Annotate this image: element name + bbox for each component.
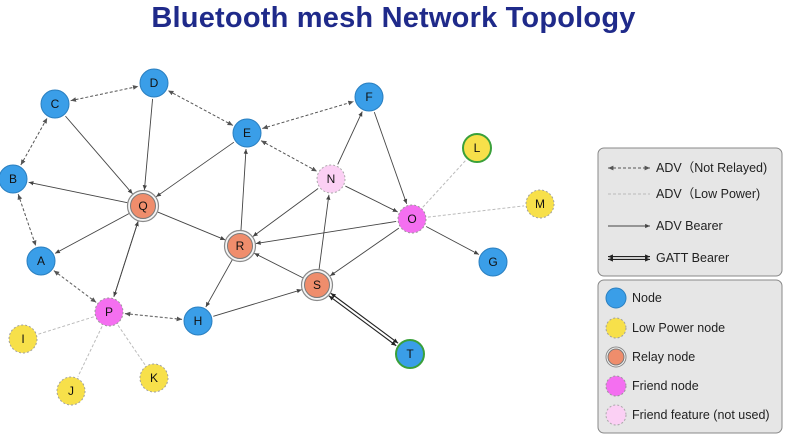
edge-B-C	[20, 117, 48, 166]
edge-A-P	[53, 270, 97, 303]
node-label: H	[194, 314, 203, 328]
edge-E-N	[260, 140, 318, 172]
edge-F-O	[373, 111, 408, 205]
node-label: I	[21, 332, 24, 346]
node-label: R	[236, 239, 245, 253]
node-label: B	[9, 172, 17, 186]
node-p: P	[94, 297, 124, 327]
node-label: P	[105, 305, 113, 319]
edge-E-D	[167, 90, 234, 126]
nodes-layer: A B C D E F G H Q R S N O P L M I J K T	[0, 68, 555, 406]
node-label: O	[407, 212, 416, 226]
edge-Q-B	[28, 181, 128, 204]
node-label: G	[488, 255, 497, 269]
node-h: H	[183, 306, 213, 336]
node-label: K	[150, 371, 158, 385]
node-s: S	[300, 268, 334, 302]
node-b: B	[0, 164, 28, 194]
legend-line-label: ADV（Low Power)	[656, 187, 760, 201]
node-t: T	[395, 339, 425, 369]
edge-O-R	[255, 221, 397, 245]
node-d: D	[139, 68, 169, 98]
edge-O-S	[329, 227, 400, 277]
edge-P-I	[38, 316, 94, 335]
legend-node-relay: Relay node	[605, 346, 695, 368]
legend-line-gatt_bearer: GATT Bearer	[608, 251, 729, 265]
edge-O-L	[422, 159, 467, 208]
node-j: J	[56, 376, 86, 406]
legend-node-label: Relay node	[632, 350, 695, 364]
edge-P-Q	[113, 221, 139, 297]
node-l: L	[462, 133, 492, 163]
legend-node-label: Friend node	[632, 379, 699, 393]
edge-N-O	[345, 185, 398, 213]
node-label: J	[68, 384, 74, 398]
edge-E-F	[262, 100, 354, 130]
edge-R-E	[240, 148, 248, 231]
edge-C-Q	[65, 115, 133, 195]
edge-N-R	[252, 188, 319, 237]
legend-line-label: ADV（Not Relayed)	[656, 161, 767, 175]
node-c: C	[40, 89, 70, 119]
node-g: G	[478, 247, 508, 277]
edge-B-A	[17, 193, 37, 247]
node-label: L	[474, 141, 481, 155]
node-n: N	[316, 164, 346, 194]
line-legend: ADV（Not Relayed) ADV（Low Power) ADV Bearer…	[597, 147, 783, 277]
edge-S-T-a	[328, 295, 397, 347]
edge-S-T-b	[330, 292, 399, 344]
edge-D-Q	[142, 98, 154, 191]
node-k: K	[139, 363, 169, 393]
edge-P-K	[117, 324, 146, 366]
legend-node-low_power: Low Power node	[605, 317, 725, 339]
legend-node-friend: Friend node	[605, 375, 699, 397]
node-label: N	[327, 172, 336, 186]
edge-O-G	[425, 226, 480, 255]
node-label: A	[37, 254, 45, 268]
legend-node-node: Node	[605, 287, 662, 309]
edge-O-M	[427, 205, 525, 218]
legend-line-label: ADV Bearer	[656, 219, 723, 233]
edge-R-H	[205, 259, 233, 308]
edge-S-R	[254, 252, 303, 279]
edge-P-J	[77, 326, 103, 377]
edge-E-Q	[155, 141, 235, 198]
edge-P-H	[124, 311, 183, 322]
node-label: F	[365, 90, 372, 104]
node-label: S	[313, 278, 321, 292]
legend-node-friend_unused: Friend feature (not used)	[605, 404, 770, 426]
edge-S-N	[318, 194, 331, 270]
node-o: O	[397, 204, 427, 234]
node-f: F	[354, 82, 384, 112]
edges-layer	[17, 85, 525, 377]
node-label: E	[243, 126, 251, 140]
node-label: D	[150, 76, 159, 90]
legend-line-adv_bearer: ADV Bearer	[608, 219, 723, 233]
node-e: E	[232, 118, 262, 148]
node-label: M	[535, 197, 545, 211]
edge-Q-A	[54, 213, 130, 254]
legend-line-adv_not_relayed: ADV（Not Relayed)	[608, 161, 767, 175]
node-label: T	[406, 347, 414, 361]
node-m: M	[525, 189, 555, 219]
legend-node-label: Low Power node	[632, 321, 725, 335]
legend-node-label: Node	[632, 291, 662, 305]
node-q: Q	[126, 189, 160, 223]
node-r: R	[223, 229, 257, 263]
edge-C-D	[70, 85, 139, 102]
node-a: A	[26, 246, 56, 276]
diagram-title: Bluetooth mesh Network Topology	[151, 2, 636, 34]
node-i: I	[8, 324, 38, 354]
legend-line-adv_low_power: ADV（Low Power)	[608, 187, 760, 201]
legend-node-label: Friend feature (not used)	[632, 408, 770, 422]
edge-H-S	[213, 288, 302, 317]
node-label: C	[51, 97, 60, 111]
node-label: Q	[138, 199, 147, 213]
legend-line-label: GATT Bearer	[656, 251, 729, 265]
edge-Q-R	[157, 211, 226, 241]
edge-N-F	[337, 111, 363, 165]
